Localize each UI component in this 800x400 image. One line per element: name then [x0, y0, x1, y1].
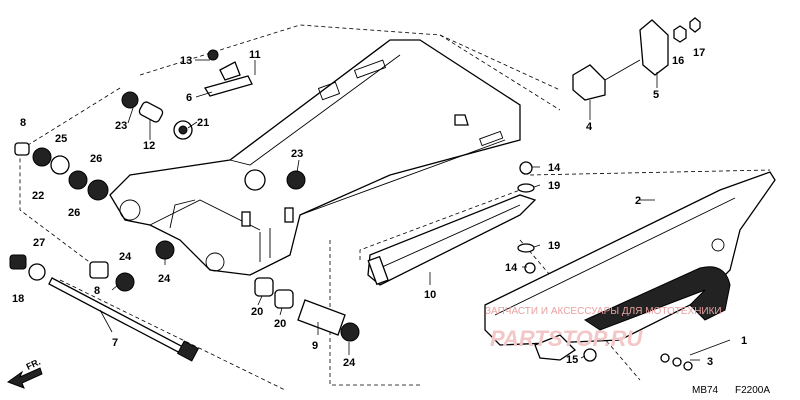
pivot-bolt	[48, 277, 200, 362]
callout-26-bottom: 26	[68, 207, 80, 219]
callout-23-left: 23	[115, 120, 127, 132]
callout-7: 7	[112, 337, 118, 349]
chain-adjuster	[572, 17, 701, 101]
figure-id: F2200A	[735, 385, 770, 396]
callout-6: 6	[186, 92, 192, 104]
front-direction-arrow: FR.	[6, 357, 43, 389]
callout-8-top: 8	[20, 117, 26, 129]
watermark-logo: PARTSTOP.RU	[490, 326, 644, 351]
callout-24-mid: 24	[119, 251, 132, 263]
callouts: 1 2 3 4 5 6 7 8 8 9 10 11 12 13 14 14 15…	[12, 47, 747, 369]
callout-20-left: 20	[251, 306, 263, 318]
callout-2: 2	[635, 195, 641, 207]
callout-14-bottom: 14	[505, 262, 518, 274]
callout-1: 1	[741, 335, 747, 347]
chain-slider	[367, 194, 537, 286]
callout-24-left: 24	[158, 273, 171, 285]
model-code: MB74	[692, 385, 719, 396]
callout-20-right: 20	[274, 318, 286, 330]
callout-18: 18	[12, 293, 24, 305]
callout-13: 13	[180, 55, 192, 67]
callout-4: 4	[586, 121, 593, 133]
callout-9: 9	[312, 340, 318, 352]
callout-25: 25	[55, 133, 67, 145]
drive-chain	[583, 266, 731, 331]
leader-lines	[99, 59, 731, 361]
chain-case	[484, 171, 776, 361]
watermark: ЗАПЧАСТИ И АКСЕССУАРЫ ДЛЯ МОТОТЕХНИКИ PA…	[485, 306, 722, 351]
callout-14-top: 14	[548, 162, 561, 174]
callout-24-right: 24	[343, 357, 356, 369]
callout-23-right: 23	[291, 148, 303, 160]
callout-19-bottom: 19	[548, 240, 560, 252]
callout-27: 27	[33, 237, 45, 249]
callout-12: 12	[143, 140, 155, 152]
callout-19-top: 19	[548, 180, 560, 192]
callout-22: 22	[32, 190, 44, 202]
swingarm-body	[109, 39, 521, 276]
callout-21: 21	[197, 117, 209, 129]
callout-16: 16	[672, 55, 684, 67]
figure-code: MB74 F2200A	[692, 385, 770, 396]
callout-11: 11	[249, 49, 261, 61]
callout-15: 15	[566, 354, 578, 366]
callout-17: 17	[693, 47, 705, 59]
watermark-line: ЗАПЧАСТИ И АКСЕССУАРЫ ДЛЯ МОТОТЕХНИКИ	[485, 306, 722, 317]
callout-26-top: 26	[90, 153, 102, 165]
callout-8-bottom: 8	[94, 285, 100, 297]
callout-3: 3	[707, 356, 713, 368]
callout-10: 10	[424, 289, 436, 301]
callout-5: 5	[653, 89, 659, 101]
